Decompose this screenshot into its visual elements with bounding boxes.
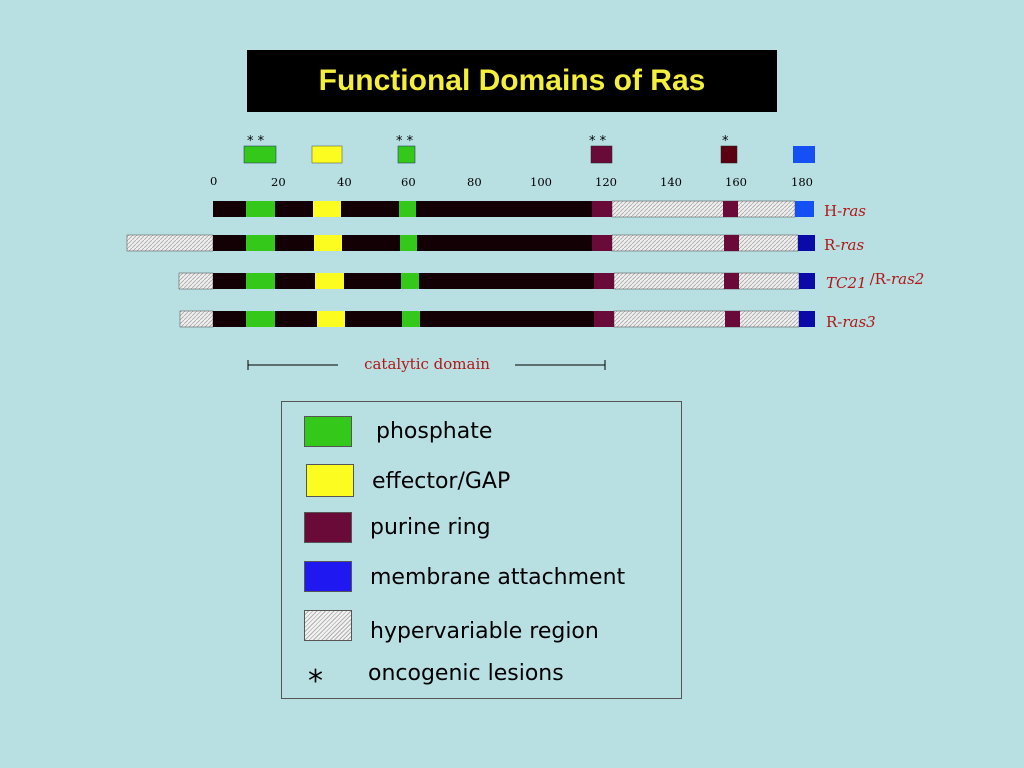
gene-bar-r-ras xyxy=(126,234,815,252)
effector-domain xyxy=(313,201,341,217)
legend-label: hypervariable region xyxy=(370,619,599,644)
legend-label: purine ring xyxy=(370,515,491,540)
gene-bar-h-ras xyxy=(213,200,814,218)
purine-domain xyxy=(594,311,614,327)
purine-domain xyxy=(592,201,612,217)
top-phosphate-2 xyxy=(397,145,416,164)
tick-label: 0 xyxy=(210,174,217,188)
hypervariable-region xyxy=(613,272,800,290)
hypervariable-region xyxy=(611,234,799,252)
tick-label: 100 xyxy=(530,175,552,189)
tick-label: 120 xyxy=(595,175,617,189)
hypervariable-region xyxy=(178,272,214,290)
purine-domain xyxy=(723,201,738,217)
tick-label: 160 xyxy=(725,175,747,189)
phosphate-domain xyxy=(246,273,275,289)
hypervariable-region xyxy=(126,234,214,252)
phosphate-swatch xyxy=(304,416,352,447)
phosphate-domain xyxy=(402,311,420,327)
legend-label: phosphate xyxy=(376,419,493,444)
membrane-domain xyxy=(798,235,815,251)
effector-swatch xyxy=(306,464,354,497)
star-marker-4: * xyxy=(722,134,729,149)
membrane-swatch xyxy=(304,561,352,592)
effector-domain xyxy=(315,273,344,289)
tick-label: 80 xyxy=(467,175,482,189)
legend-box: phosphate effector/GAP purine ring membr… xyxy=(281,401,682,699)
phosphate-domain xyxy=(399,201,416,217)
effector-domain xyxy=(317,311,345,327)
gene-label-h-ras: H-ras xyxy=(824,202,866,220)
phosphate-domain xyxy=(246,311,275,327)
top-purine-2 xyxy=(720,145,738,164)
phosphate-domain xyxy=(246,201,275,217)
gene-bar-r-ras3 xyxy=(179,310,815,328)
tick-label: 40 xyxy=(337,175,352,189)
star-marker-2: * * xyxy=(396,134,414,149)
gene-label-r-ras3: R-ras3 xyxy=(826,313,876,331)
star-marker-1: * * xyxy=(247,134,265,149)
hypervariable-region xyxy=(613,310,800,328)
tick-label: 20 xyxy=(271,175,286,189)
tick-label: 60 xyxy=(401,175,416,189)
oncogenic-star-symbol: * xyxy=(308,664,323,699)
purine-domain xyxy=(594,273,614,289)
purine-domain xyxy=(724,273,739,289)
purine-domain xyxy=(724,235,739,251)
gene-label-r-ras: R-ras xyxy=(824,236,864,254)
top-domain-markers xyxy=(243,145,815,164)
legend-label-oncogenic: oncogenic lesions xyxy=(368,661,564,686)
hypervariable-swatch xyxy=(304,610,352,641)
legend-item-hypervariable: hypervariable region xyxy=(282,610,681,644)
membrane-domain xyxy=(799,273,815,289)
tick-label: 180 xyxy=(791,175,813,189)
legend-item-membrane: membrane attachment xyxy=(282,561,681,593)
purine-domain xyxy=(725,311,740,327)
title-banner: Functional Domains of Ras xyxy=(247,50,777,112)
position-axis: 0 20 40 60 80 100 120 140 160 180 xyxy=(210,174,813,189)
star-marker-3: * * xyxy=(589,134,607,149)
top-purine-1 xyxy=(590,145,613,164)
catalytic-domain-label: catalytic domain xyxy=(364,355,490,373)
tick-label: 140 xyxy=(660,175,682,189)
hypervariable-region xyxy=(611,200,796,218)
phosphate-domain xyxy=(401,273,419,289)
gene-bar-tc21 xyxy=(178,272,815,290)
legend-item-purine: purine ring xyxy=(282,512,681,544)
phosphate-domain xyxy=(246,235,275,251)
gene-label-tc21: TC21/R-ras2 xyxy=(826,270,924,292)
hypervariable-region xyxy=(179,310,214,328)
page-title: Functional Domains of Ras xyxy=(318,64,706,97)
top-effector xyxy=(311,145,343,164)
purine-swatch xyxy=(304,512,352,543)
phosphate-domain xyxy=(400,235,417,251)
purine-domain xyxy=(592,235,612,251)
legend-label: membrane attachment xyxy=(370,565,626,590)
top-membrane xyxy=(793,146,815,163)
top-phosphate-1 xyxy=(243,145,277,164)
oncogenic-stars: * * * * * * * xyxy=(247,134,729,149)
legend-item-phosphate: phosphate xyxy=(282,416,681,448)
catalytic-domain-bracket: catalytic domain xyxy=(247,355,606,373)
ras-domain-diagram: * * * * * * * 0 20 40 60 80 100 120 140 … xyxy=(126,134,924,373)
membrane-domain xyxy=(799,311,815,327)
legend-item-effector: effector/GAP xyxy=(282,464,681,497)
effector-domain xyxy=(314,235,342,251)
legend-label: effector/GAP xyxy=(372,469,511,494)
membrane-domain xyxy=(795,201,814,217)
